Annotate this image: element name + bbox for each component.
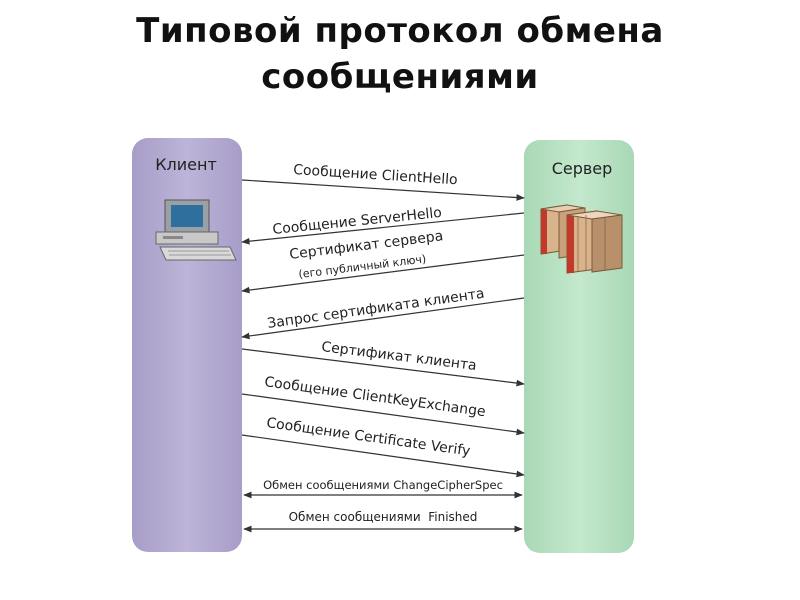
server-lane bbox=[524, 140, 634, 553]
message-label: Сообщение ClientKeyExchange bbox=[263, 374, 486, 420]
server-label: Сервер bbox=[552, 159, 613, 178]
client-label: Клиент bbox=[155, 155, 217, 174]
message-label: Запрос сертификата клиента bbox=[266, 286, 485, 332]
message-label: Обмен сообщениями ChangeCipherSpec bbox=[263, 478, 503, 492]
message-label: Обмен сообщениями Finished bbox=[289, 510, 478, 524]
